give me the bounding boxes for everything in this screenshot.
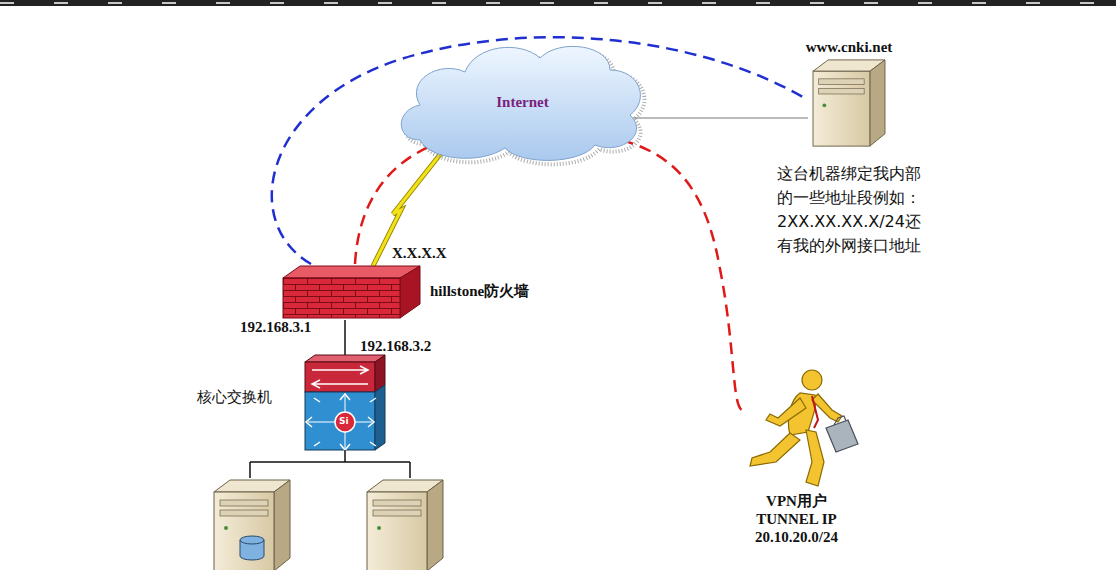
node-label: 核心交换机 <box>197 388 272 406</box>
node-label: hillstone防火墙 <box>430 282 529 300</box>
address-label: X.X.X.X <box>392 244 447 262</box>
node-label: Internet <box>400 94 645 111</box>
icon-text: Si <box>339 416 349 426</box>
node-label: VPN用户 TUNNEL IP 20.10.20.0/24 <box>744 492 849 546</box>
network-link <box>630 117 808 118</box>
network-link <box>344 320 346 355</box>
traffic-path <box>272 37 808 264</box>
node-label: 这台机器绑定我内部 的一些地址段例如： 2XX.XX.XX.X/24还 有我的外… <box>773 162 925 258</box>
network-node: www.cnki.net这台机器绑定我内部 的一些地址段例如： 2XX.XX.X… <box>808 38 890 148</box>
traffic-path <box>355 130 742 410</box>
network-node: 核心交换机 <box>305 355 385 452</box>
network-node: VPN用户 TUNNEL IP 20.10.20.0/24 <box>742 365 852 490</box>
network-node: hillstone防火墙 <box>283 262 420 320</box>
node-label: www.cnki.net <box>778 38 920 56</box>
network-node: Internet <box>400 38 645 160</box>
address-label: 192.168.3.2 <box>360 337 431 355</box>
address-label: 192.168.3.1 <box>240 318 311 336</box>
